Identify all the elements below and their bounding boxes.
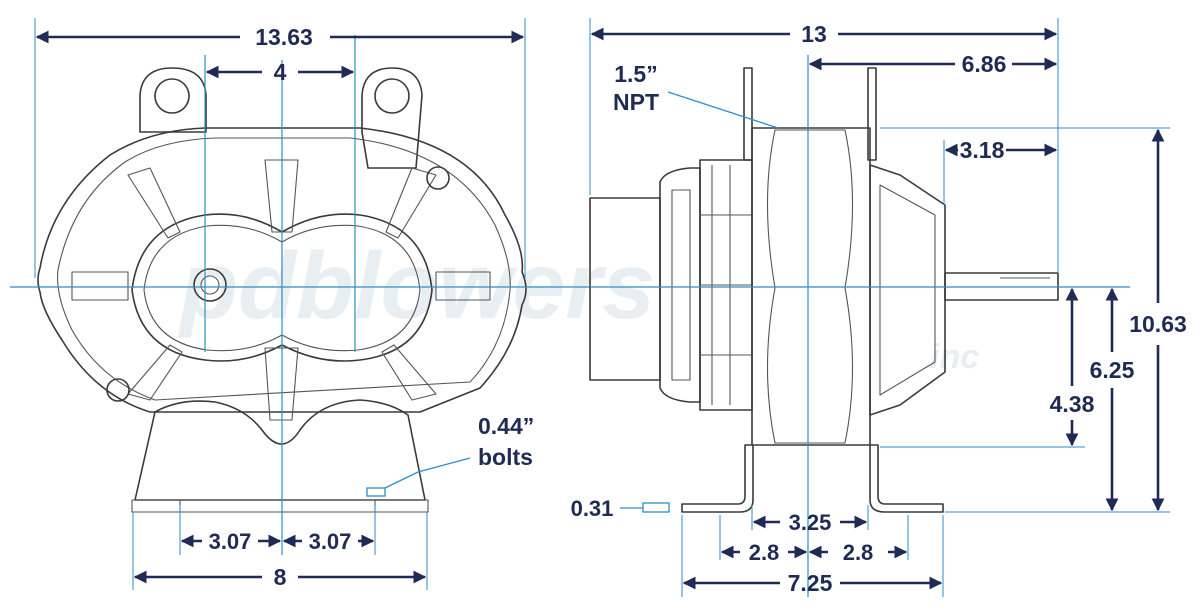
foot-thickness-marker bbox=[642, 502, 670, 513]
drive-shaft-end bbox=[193, 268, 227, 302]
watermark: pdblowers inc bbox=[177, 233, 979, 376]
front-view-construction-lines bbox=[10, 18, 590, 590]
label-bolt-offset-right: 3.07 bbox=[309, 529, 352, 554]
drive-shaft bbox=[944, 272, 1059, 301]
label-base-width: 8 bbox=[274, 564, 287, 590]
left-lifting-lug bbox=[139, 67, 207, 133]
shaft-keyway bbox=[200, 275, 220, 295]
side-view-construction-lines bbox=[589, 18, 1170, 597]
right-foot bbox=[869, 444, 944, 513]
label-overall-length: 13 bbox=[801, 21, 827, 47]
label-shaft-to-body: 6.86 bbox=[962, 51, 1007, 77]
watermark-suffix: inc bbox=[930, 338, 979, 376]
label-bolt-word: bolts bbox=[478, 444, 533, 470]
label-port-size: 1.5” bbox=[614, 61, 657, 87]
label-overall-height: 10.63 bbox=[1129, 311, 1187, 337]
label-foot-overall: 7.25 bbox=[788, 570, 833, 596]
label-port-height: 4.38 bbox=[1050, 391, 1095, 417]
front-cover-detail bbox=[879, 184, 936, 396]
right-lug-hole bbox=[374, 78, 410, 114]
main-body-center bbox=[766, 129, 854, 444]
watermark-brand: pdblowers bbox=[177, 233, 655, 339]
side-view-labels: 13 6.86 3.18 1.5” NPT 10.63 6.25 4.38 0.… bbox=[571, 21, 1187, 596]
side-view-dimensions bbox=[590, 27, 1165, 590]
outlet-flange bbox=[867, 67, 877, 161]
rear-housing-detail bbox=[671, 189, 691, 381]
left-lug-hole bbox=[154, 78, 190, 114]
front-cover bbox=[869, 164, 946, 416]
label-shaft-height: 6.25 bbox=[1090, 357, 1135, 383]
label-foot-offset-right: 2.8 bbox=[843, 540, 874, 565]
label-bore-spacing: 4 bbox=[274, 59, 287, 85]
label-foot-center-span: 3.25 bbox=[789, 510, 832, 535]
upper-boss bbox=[426, 166, 450, 190]
casing-ribs bbox=[71, 159, 491, 421]
front-view-dimensions bbox=[35, 30, 525, 584]
npt-leader bbox=[667, 91, 779, 129]
lower-boss bbox=[106, 378, 130, 402]
label-foot-offset-left: 2.8 bbox=[749, 540, 780, 565]
front-view-labels: 13.63 4 0.44” bolts 3.07 3.07 8 bbox=[209, 24, 535, 590]
label-foot-thickness: 0.31 bbox=[571, 496, 614, 521]
label-bolt-size: 0.44” bbox=[478, 413, 534, 439]
label-bolt-offset-left: 3.07 bbox=[209, 529, 252, 554]
inlet-flange bbox=[743, 67, 753, 161]
bolt-leader bbox=[384, 457, 471, 489]
mounting-base bbox=[134, 399, 426, 501]
label-shaft-extension: 3.18 bbox=[960, 137, 1005, 163]
right-lifting-lug bbox=[361, 67, 423, 169]
base-plate bbox=[131, 499, 429, 513]
side-view bbox=[589, 67, 1059, 513]
gear-section-ribs bbox=[700, 165, 752, 405]
rear-bearing-housing bbox=[659, 167, 701, 403]
front-casing-outline bbox=[37, 127, 527, 413]
left-foot bbox=[681, 444, 754, 513]
label-port-type: NPT bbox=[613, 89, 659, 115]
label-overall-width: 13.63 bbox=[255, 24, 313, 50]
bolt-hole-marker bbox=[366, 487, 386, 497]
